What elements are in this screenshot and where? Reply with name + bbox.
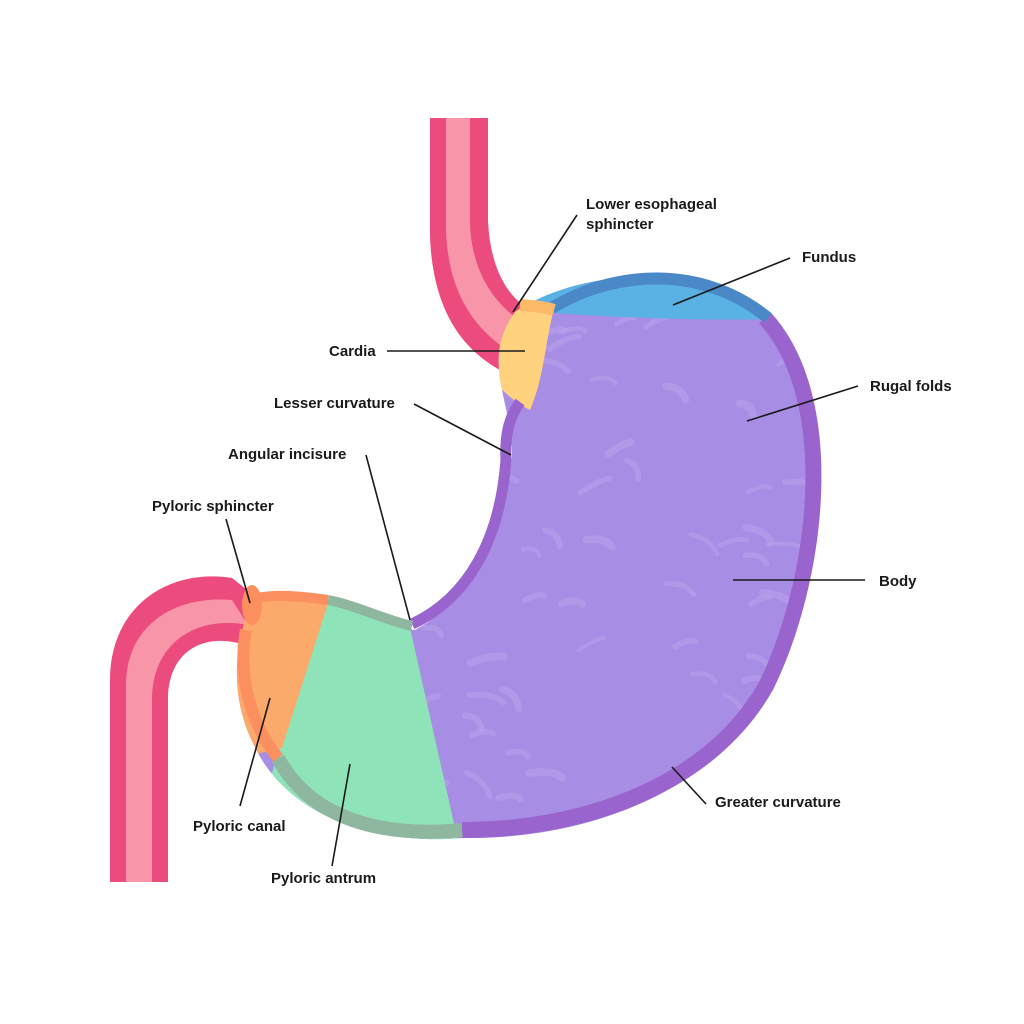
rugal-fold bbox=[604, 438, 635, 458]
rugal-fold bbox=[623, 457, 642, 482]
rugal-fold bbox=[388, 514, 422, 524]
rugal-fold bbox=[330, 478, 355, 487]
esophagus bbox=[430, 118, 530, 370]
rugal-fold bbox=[463, 770, 493, 800]
label-pyloric-sphincter: Pyloric sphincter bbox=[152, 498, 274, 515]
rugal-fold bbox=[461, 712, 485, 733]
rugal-fold bbox=[297, 340, 328, 360]
pyloric-sphincter bbox=[242, 585, 262, 625]
rugal-fold bbox=[577, 475, 613, 496]
leader-greater bbox=[671, 766, 707, 805]
leader-canal bbox=[239, 697, 271, 807]
leader-antrum bbox=[331, 763, 351, 867]
rugal-fold bbox=[747, 594, 773, 608]
rugal-fold bbox=[420, 624, 445, 639]
stomach bbox=[236, 272, 822, 840]
lesser-curvature-rim bbox=[409, 398, 525, 629]
leader-angular bbox=[365, 454, 411, 621]
label-fundus: Fundus bbox=[802, 249, 856, 266]
rugal-fold bbox=[295, 468, 328, 490]
rugal-fold bbox=[663, 580, 697, 598]
rugal-fold bbox=[444, 477, 465, 501]
rugal-fold bbox=[672, 637, 699, 650]
leader-rugal bbox=[746, 385, 859, 422]
rugal-fold bbox=[576, 635, 607, 653]
rugal-fold bbox=[466, 691, 507, 706]
antrum-rim bbox=[271, 754, 463, 839]
rugal-fold bbox=[406, 317, 436, 338]
rugal-fold bbox=[802, 647, 822, 662]
rugal-fold bbox=[294, 347, 321, 357]
rugal-fold bbox=[443, 490, 481, 523]
rugal-fold bbox=[520, 546, 542, 559]
label-rugal-folds: Rugal folds bbox=[870, 378, 952, 395]
label-pyloric-canal: Pyloric canal bbox=[193, 818, 286, 835]
label-pyloric-antrum: Pyloric antrum bbox=[271, 870, 376, 887]
label-body: Body bbox=[879, 573, 917, 590]
rugal-fold bbox=[358, 566, 388, 588]
rugal-fold bbox=[521, 592, 548, 604]
label-lesser-curvature: Lesser curvature bbox=[274, 395, 395, 412]
label-greater-curvature: Greater curvature bbox=[715, 794, 841, 811]
label-les-line1: Lower esophageal bbox=[586, 196, 717, 213]
greater-curvature-rim bbox=[461, 312, 822, 838]
leader-pyloric-sphincter bbox=[225, 518, 251, 604]
duodenum-inner bbox=[126, 599, 248, 882]
rugal-fold bbox=[557, 597, 586, 608]
rugal-fold bbox=[777, 706, 807, 724]
rugal-fold bbox=[499, 685, 523, 713]
leader-fundus bbox=[672, 257, 791, 306]
canal-rim bbox=[237, 628, 283, 762]
rugal-fold bbox=[688, 532, 720, 557]
antrum-rim-top bbox=[327, 595, 414, 631]
rugal-fold bbox=[745, 484, 773, 495]
esophagus-inner bbox=[446, 118, 516, 345]
rugal-fold bbox=[542, 527, 563, 550]
rugal-fold bbox=[742, 524, 775, 546]
duodenum bbox=[110, 576, 260, 882]
rugal-fold bbox=[420, 438, 454, 453]
rugal-fold bbox=[446, 432, 471, 453]
label-les-line2: sphincter bbox=[586, 216, 654, 233]
rugal-fold bbox=[735, 399, 757, 420]
rugal-fold bbox=[613, 314, 637, 327]
rugal-fold bbox=[582, 535, 616, 551]
rugal-fold bbox=[662, 382, 690, 404]
rugal-fold bbox=[794, 621, 822, 636]
rugal-fold bbox=[690, 671, 718, 685]
label-cardia: Cardia bbox=[329, 343, 376, 360]
rugal-fold bbox=[589, 375, 618, 386]
rugal-fold bbox=[403, 489, 429, 509]
rugal-fold bbox=[742, 552, 770, 567]
rugal-fold bbox=[788, 707, 822, 722]
rugal-fold bbox=[806, 318, 822, 331]
rugal-fold bbox=[468, 728, 497, 738]
rugal-fold bbox=[339, 303, 374, 324]
labels: Lower esophageal sphincter Fundus Cardia… bbox=[152, 196, 952, 887]
fundus-rim bbox=[548, 272, 772, 323]
rugal-fold bbox=[549, 333, 583, 350]
leader-les bbox=[512, 214, 578, 313]
rugal-fold bbox=[305, 527, 342, 550]
rugal-fold bbox=[306, 517, 334, 526]
rugal-fold bbox=[717, 537, 750, 548]
rugal-fold bbox=[444, 492, 463, 513]
label-angular-incisure: Angular incisure bbox=[228, 446, 346, 463]
rugal-fold bbox=[525, 768, 566, 782]
rugal-fold bbox=[505, 748, 531, 760]
rugal-fold bbox=[264, 566, 295, 579]
rugal-fold bbox=[466, 652, 508, 667]
cardia-rim bbox=[519, 299, 556, 316]
rugal-fold bbox=[307, 540, 338, 563]
leader-lesser bbox=[413, 403, 512, 456]
canal-rim-top bbox=[256, 590, 329, 605]
rugal-fold bbox=[495, 792, 524, 803]
leader-lines bbox=[225, 214, 865, 867]
